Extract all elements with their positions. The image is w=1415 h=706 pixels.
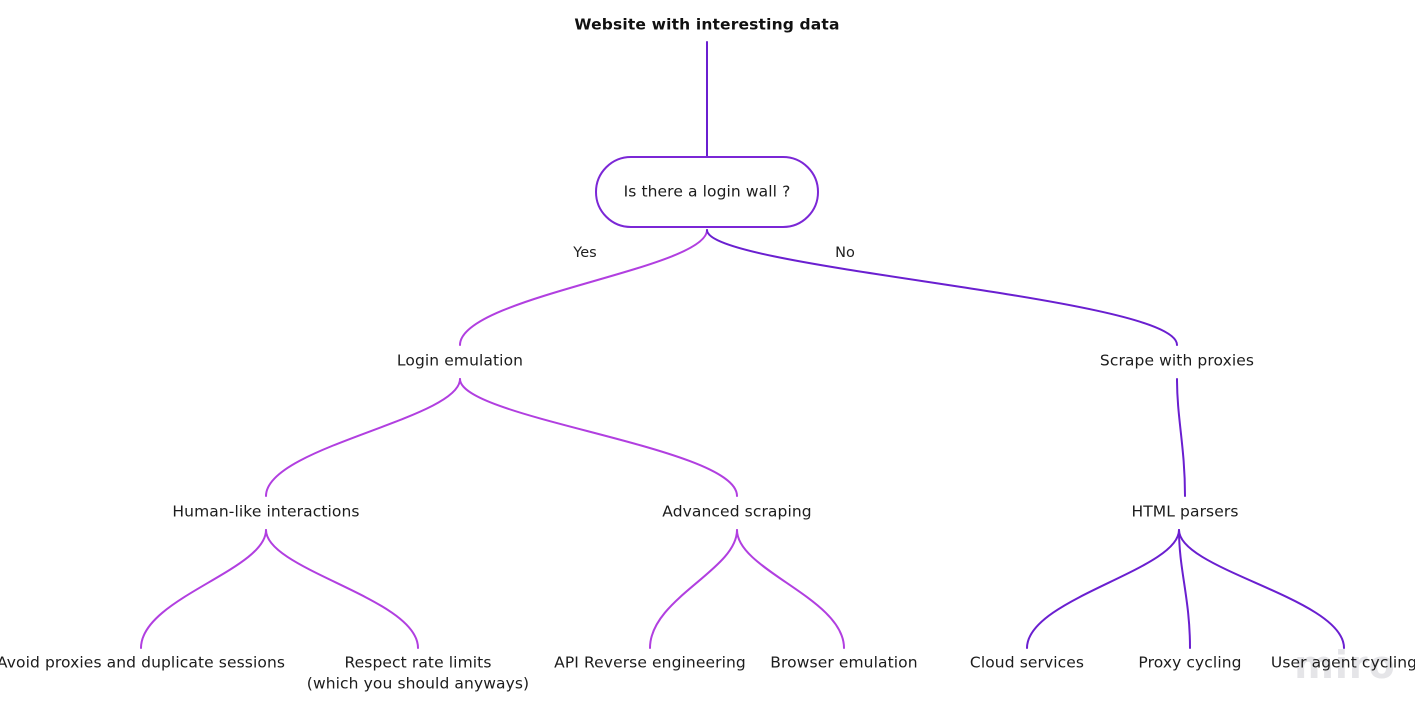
edge-human-to-avoid [140, 529, 267, 649]
edge-htmlparsers-to-cloud [1026, 529, 1180, 649]
edge-decision-to-login [459, 229, 708, 346]
watermark: miro [1294, 643, 1396, 687]
edge-advanced-to-browser [736, 529, 845, 649]
node-label-proxycyc[interactable]: Proxy cycling [1138, 653, 1242, 672]
node-label-advanced[interactable]: Advanced scraping [662, 502, 812, 521]
edge-label-yes: Yes [573, 245, 597, 261]
edge-login-to-human [265, 378, 461, 497]
node-label-browser[interactable]: Browser emulation [770, 653, 918, 672]
node-label-human[interactable]: Human-like interactions [172, 502, 360, 521]
edge-advanced-to-apirev [649, 529, 738, 649]
node-label-avoid[interactable]: Avoid proxies and duplicate sessions [0, 653, 286, 672]
edge-label-no: No [835, 245, 855, 261]
edge-htmlparsers-to-proxycyc [1178, 529, 1191, 649]
node-label-root: Website with interesting data [574, 15, 840, 34]
edge-htmlparsers-to-useragent [1178, 529, 1345, 649]
edge-proxies-to-htmlparsers [1176, 378, 1186, 497]
node-label-useragent[interactable]: User agent cycling [1270, 653, 1415, 672]
node-label-login[interactable]: Login emulation [396, 351, 524, 370]
edge-human-to-respect [265, 529, 419, 649]
node-label-apirev[interactable]: API Reverse engineering [554, 653, 746, 672]
edge-decision-to-proxies [706, 229, 1178, 346]
node-label-proxies[interactable]: Scrape with proxies [1099, 351, 1255, 370]
edge-login-to-advanced [459, 378, 738, 497]
node-label-decision[interactable]: Is there a login wall ? [623, 182, 791, 201]
node-label-respect[interactable]: Respect rate limits (which you should an… [306, 653, 530, 693]
node-label-htmlparsers[interactable]: HTML parsers [1131, 502, 1239, 521]
node-label-cloud[interactable]: Cloud services [969, 653, 1085, 672]
decision-node-shape[interactable] [595, 156, 819, 228]
